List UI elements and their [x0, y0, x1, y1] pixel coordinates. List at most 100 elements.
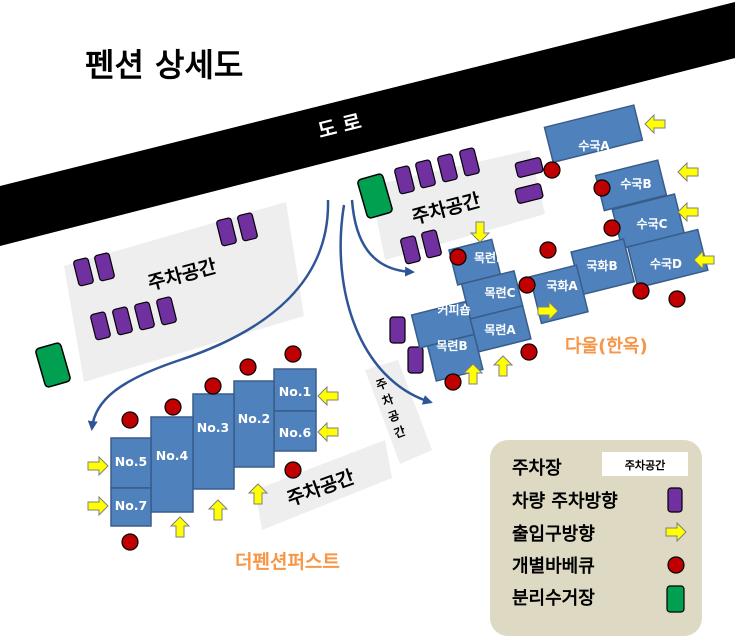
legend-parking-swatch-label: 주차공간 — [625, 458, 665, 472]
room-no3 — [192, 393, 235, 490]
hanok-room-labels: 수국A 수국B 수국C 수국D 국화B 국화A 목련D 목련C 커피숍 목련A … — [436, 139, 682, 353]
car — [407, 346, 424, 374]
legend-arrow-icon — [665, 521, 687, 543]
bbq-spot — [204, 377, 222, 395]
room-no5 — [110, 437, 152, 489]
car — [134, 301, 155, 331]
bbq-spot — [239, 358, 257, 376]
room-label-sugukB: 수국B — [620, 177, 651, 191]
room-label-sugukD: 수국D — [650, 257, 682, 271]
room-label-mokryeonA: 목련A — [484, 322, 516, 337]
legend-recycle-label: 분리수거장 — [512, 588, 595, 609]
bbq-spot — [520, 343, 538, 361]
car — [514, 183, 544, 204]
car — [415, 159, 436, 189]
room-label-sugukC: 수국C — [637, 217, 668, 231]
entrance-arrow — [693, 249, 715, 271]
legend-entrance-label: 출입구방향 — [512, 523, 595, 545]
svg-text:차: 차 — [380, 391, 396, 409]
page-title: 펜션 상세도 — [85, 46, 243, 84]
legend-recycle-icon — [666, 585, 685, 613]
room-sugukA — [543, 104, 644, 164]
pension-first-buildings — [110, 368, 317, 527]
car — [73, 257, 94, 287]
bbq-spot — [121, 533, 139, 551]
legend-vehicle-label: 차량 주차방향 — [512, 491, 618, 512]
parking-area-bottom — [255, 440, 392, 530]
legend-parking-label: 주차장 — [512, 458, 562, 479]
room-label-mokryeonC: 목련C — [485, 285, 516, 300]
room-label-coffee: 커피숍 — [437, 302, 470, 317]
driveway-arrows — [87, 199, 433, 431]
bbq-spot — [603, 219, 621, 237]
car — [421, 229, 442, 259]
room-no4 — [150, 416, 194, 513]
legend-bbq-label: 개별바베큐 — [512, 556, 595, 577]
room-label-gukhwaB: 국화B — [586, 258, 617, 273]
room-no7 — [110, 487, 152, 527]
entrance-arrow — [317, 385, 339, 407]
svg-text:간: 간 — [392, 423, 408, 441]
car — [394, 165, 415, 195]
svg-text:공: 공 — [386, 408, 401, 425]
legend-bbq-icon — [667, 556, 685, 574]
bbq-spot — [632, 282, 650, 300]
legend: 주차장 주차공간 차량 주차방향 출입구방향 개별바베큐 분리수거장 — [490, 440, 702, 636]
legend-box — [490, 440, 702, 636]
room-sugukD — [626, 228, 709, 289]
car — [156, 296, 177, 326]
entrance-arrows — [87, 113, 715, 538]
car — [400, 235, 421, 265]
entrance-arrow — [644, 113, 666, 135]
car — [90, 311, 111, 341]
room-label-gukhwaA: 국화A — [546, 278, 578, 293]
bbq-spots — [121, 161, 686, 551]
room-label-no6: No.6 — [279, 425, 312, 440]
room-label-no7: No.7 — [115, 498, 148, 513]
bbq-spot — [518, 276, 536, 294]
road: 도 로 — [0, 2, 735, 246]
entrance-arrow — [87, 455, 109, 477]
bbq-spot — [284, 461, 302, 479]
car — [237, 212, 258, 242]
entrance-arrow — [677, 201, 699, 223]
entrance-arrow — [247, 483, 269, 505]
pension-room-labels: No.1 No.6 No.2 No.3 No.4 No.5 No.7 — [115, 384, 312, 513]
room-label-no4: No.4 — [156, 448, 189, 463]
room-label-mokryeonD: 목련D — [474, 250, 506, 265]
bbq-spot — [164, 398, 182, 416]
bbq-spot — [539, 241, 557, 259]
parking-area-vertical — [365, 360, 432, 464]
bbq-spot — [121, 411, 139, 429]
parking-area-top — [370, 150, 545, 260]
car — [437, 153, 458, 183]
room-label-no5: No.5 — [115, 454, 148, 469]
entrance-arrow — [169, 516, 191, 538]
parking-area-left — [64, 202, 304, 382]
bbq-spot — [593, 179, 611, 197]
bbq-spot — [449, 248, 467, 266]
room-label-no2: No.2 — [238, 411, 271, 426]
area-name-daeul: 다울(한옥) — [565, 336, 648, 357]
car — [459, 147, 480, 177]
car — [94, 252, 115, 282]
entrance-arrow — [537, 300, 559, 322]
car — [216, 217, 237, 247]
recycle-station — [357, 173, 393, 219]
bbq-spot — [284, 345, 302, 363]
entrance-arrow — [87, 495, 109, 517]
parked-cars — [73, 147, 544, 374]
area-name-pension-first: 더펜션퍼스트 — [235, 551, 340, 573]
entrance-arrow — [462, 363, 484, 385]
legend-car-icon — [667, 487, 683, 513]
entrance-arrow — [492, 355, 514, 377]
svg-text:주: 주 — [374, 376, 389, 393]
entrance-arrow — [207, 499, 229, 521]
parking-label-vertical: 주 차 공 간 — [374, 376, 407, 441]
legend-parking-swatch — [602, 452, 688, 476]
bbq-spot — [543, 161, 561, 179]
room-label-no1: No.1 — [279, 384, 312, 399]
car — [389, 316, 406, 344]
entrance-arrow — [317, 421, 339, 443]
